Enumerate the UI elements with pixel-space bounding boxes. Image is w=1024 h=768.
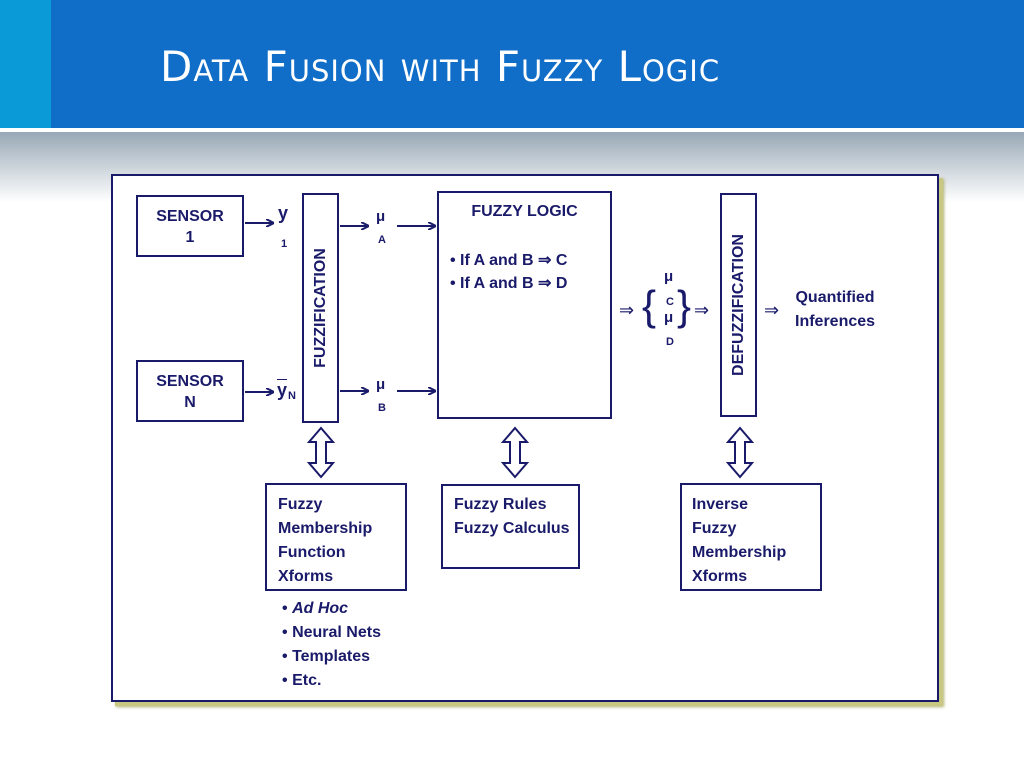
inverse-line-2: Fuzzy [692,520,737,537]
fuzzy-logic-box: FUZZY LOGIC • If A and B ⇒ C • If A and … [437,191,612,419]
method-etc: Etc. [292,672,322,689]
method-item: • Ad Hoc [282,597,381,621]
fuzzy-rule-2: • If A and B ⇒ D [450,275,568,292]
method-item: • Neural Nets [282,621,381,645]
fuzzy-rules-box: Fuzzy Rules Fuzzy Calculus [441,484,580,569]
sensor-n-label: SENSOR [156,373,224,390]
left-brace: { [642,282,657,329]
right-brace: } [677,282,692,329]
bullet: • [282,648,288,665]
mu-b-symbol: μ [376,376,386,393]
membership-xforms-box: Fuzzy Membership Function Xforms [265,483,407,591]
defuzzification-box: DEFUZZIFICATION [720,193,757,417]
slide-title: Data Fusion with Fuzzy Logic [160,42,721,91]
method-templates: Templates [292,648,371,665]
sensor-n-number: N [184,394,196,411]
sensor-n-box: SENSOR N [136,360,244,422]
method-item: • Templates [282,645,381,669]
fuzzification-label: FUZZIFICATION [311,248,329,368]
implies-arrow-3: ⇒ [764,300,780,320]
y1-subscript: 1 [281,238,288,250]
implies-arrow-1: ⇒ [619,300,635,320]
sensor-1-number: 1 [185,229,195,246]
sensor-1-label: SENSOR [156,208,224,225]
output-label: Quantified Inferences [795,286,875,334]
bullet: • [282,600,288,617]
bullet: • [282,672,288,689]
mu-c-subscript: C [666,296,674,308]
fuzzy-logic-title: FUZZY LOGIC [471,203,578,220]
bullet: • [282,624,288,641]
membership-line-2: Membership [278,520,373,537]
inverse-xforms-box: Inverse Fuzzy Membership Xforms [680,483,822,591]
y1-symbol: y [278,203,289,223]
method-item: • Etc. [282,669,381,693]
output-line-1: Quantified [795,289,875,306]
mu-c-symbol: μ [664,268,674,285]
mu-a-symbol: μ [376,208,386,225]
membership-line-1: Fuzzy [278,496,323,513]
sensor-1-box: SENSOR 1 [136,195,244,257]
inverse-line-1: Inverse [692,496,749,513]
method-ad-hoc: Ad Hoc [292,600,349,617]
yn-symbol: y [277,380,288,400]
mu-d-subscript: D [666,336,674,348]
method-neural-nets: Neural Nets [292,624,381,641]
membership-line-3: Function [278,544,346,561]
implies-arrow-2: ⇒ [694,300,710,320]
rules-line-1: Fuzzy Rules [454,496,547,513]
defuzzification-label: DEFUZZIFICATION [729,234,747,376]
inverse-line-4: Xforms [692,568,748,585]
mu-d-symbol: μ [664,309,674,326]
mu-a-subscript: A [378,234,386,246]
rules-line-2: Fuzzy Calculus [454,520,570,537]
membership-line-4: Xforms [278,568,334,585]
methods-list: • Ad Hoc • Neural Nets • Templates • Etc… [282,597,381,693]
yn-subscript: N [288,390,296,402]
fuzzy-rule-1: • If A and B ⇒ C [450,252,568,269]
inverse-line-3: Membership [692,544,787,561]
output-line-2: Inferences [795,313,876,330]
title-accent-strip [0,0,51,128]
title-bar [0,0,1024,128]
mu-b-subscript: B [378,402,386,414]
fuzzification-box: FUZZIFICATION [302,193,339,423]
